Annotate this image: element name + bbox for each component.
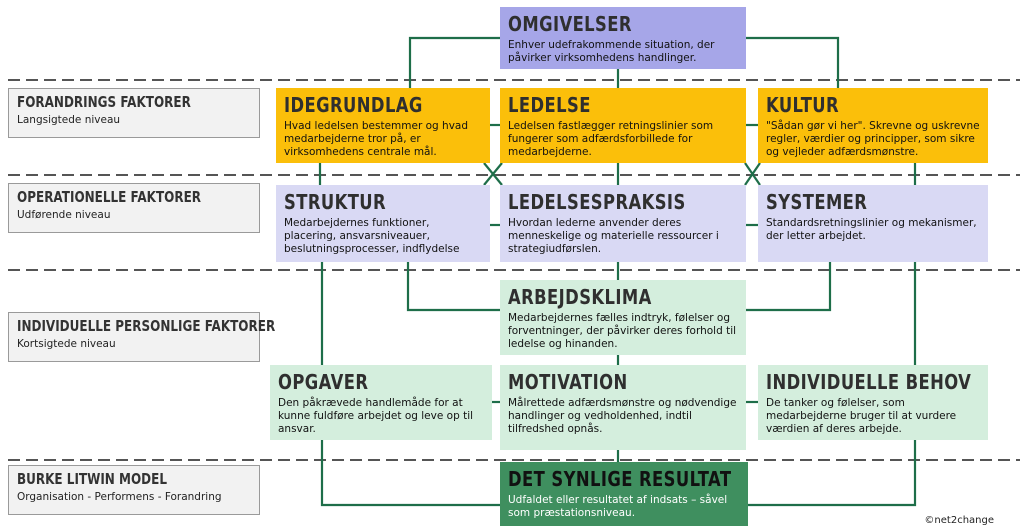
level-subtitle: Udførende niveau xyxy=(17,209,111,221)
box-omgivelser: OMGIVELSER Enhver udefrakommende situati… xyxy=(500,7,746,69)
level-label-operationelle: OPERATIONELLE FAKTORER Udførende niveau xyxy=(8,183,260,233)
box-title: OPGAVER xyxy=(278,370,369,394)
box-arbejdsklima: ARBEJDSKLIMA Medarbejdernes fælles indtr… xyxy=(500,280,746,355)
box-description: Hvad ledelsen bestemmer og hvad medarbej… xyxy=(284,120,469,158)
box-description: Hvordan lederne anvender deres menneskel… xyxy=(508,217,719,255)
box-kultur: KULTUR "Sådan gør vi her". Skrevne og us… xyxy=(758,88,988,163)
box-description: Medarbejdernes funktioner, placering, an… xyxy=(284,217,460,255)
box-motivation: MOTIVATION Målrettede adfærdsmønstre og … xyxy=(500,365,746,450)
credit-text: ©net2change xyxy=(924,515,994,526)
level-title: BURKE LITWIN MODEL xyxy=(17,470,167,488)
connector xyxy=(406,262,500,312)
level-title: INDIVIDUELLE PERSONLIGE FAKTORER xyxy=(17,317,276,335)
box-description: Udfaldet eller resultatet af indsats – s… xyxy=(508,494,728,519)
box-description: Standardsretningslinier og mekanismer, d… xyxy=(766,217,977,242)
box-title: INDIVIDUELLE BEHOV xyxy=(766,370,972,394)
box-description: Den påkrævede handlemåde for at kunne fu… xyxy=(278,397,474,435)
box-systemer: SYSTEMER Standardsretningslinier og meka… xyxy=(758,185,988,262)
level-label-individuelle: INDIVIDUELLE PERSONLIGE FAKTORER Kortsig… xyxy=(8,312,276,362)
connector xyxy=(320,440,500,507)
box-description: Målrettede adfærdsmønstre og nødvendige … xyxy=(508,397,737,435)
level-title: FORANDRINGS FAKTORER xyxy=(17,93,191,111)
connector xyxy=(408,36,500,88)
box-det-synlige-resultat: DET SYNLIGE RESULTAT Udfaldet eller resu… xyxy=(500,462,748,526)
level-title: OPERATIONELLE FAKTORER xyxy=(17,188,202,206)
box-individuelle-behov: INDIVIDUELLE BEHOV De tanker og følelser… xyxy=(758,365,988,440)
level-subtitle: Langsigtede niveau xyxy=(17,114,121,126)
level-label-burke-litwin: BURKE LITWIN MODEL Organisation - Perfor… xyxy=(8,465,260,515)
box-title: SYSTEMER xyxy=(766,190,868,214)
connector xyxy=(746,262,832,312)
box-description: Enhver udefrakommende situation, der påv… xyxy=(508,39,715,64)
box-title: MOTIVATION xyxy=(508,370,628,394)
box-description: De tanker og følelser, som medarbejderne… xyxy=(766,397,957,435)
box-title: LEDELSE xyxy=(508,93,591,117)
box-description: "Sådan gør vi her". Skrevne og uskrevne … xyxy=(766,120,980,158)
box-opgaver: OPGAVER Den påkrævede handlemåde for at … xyxy=(270,365,492,440)
level-subtitle: Organisation - Performens - Forandring xyxy=(17,491,222,503)
box-title: ARBEJDSKLIMA xyxy=(508,285,652,309)
connector xyxy=(483,162,503,186)
box-ledelsespraksis: LEDELSESPRAKSIS Hvordan lederne anvender… xyxy=(500,185,746,262)
connector xyxy=(748,440,917,507)
box-title: DET SYNLIGE RESULTAT xyxy=(508,467,732,491)
box-description: Medarbejdernes fælles indtryk, følelser … xyxy=(508,312,737,350)
connector xyxy=(744,162,761,186)
connector xyxy=(746,36,840,88)
box-title: STRUKTUR xyxy=(284,190,387,214)
box-idegrundlag: IDEGRUNDLAG Hvad ledelsen bestemmer og h… xyxy=(276,88,490,163)
box-struktur: STRUKTUR Medarbejdernes funktioner, plac… xyxy=(276,185,490,262)
box-title: IDEGRUNDLAG xyxy=(284,93,423,117)
box-description: Ledelsen fastlægger retningslinier som f… xyxy=(508,120,714,158)
level-subtitle: Kortsigtede niveau xyxy=(17,338,116,350)
box-title: OMGIVELSER xyxy=(508,12,632,36)
box-title: LEDELSESPRAKSIS xyxy=(508,190,686,214)
box-ledelse: LEDELSE Ledelsen fastlægger retningslini… xyxy=(500,88,746,163)
level-label-forandring: FORANDRINGS FAKTORER Langsigtede niveau xyxy=(8,88,260,138)
box-title: KULTUR xyxy=(766,93,840,117)
